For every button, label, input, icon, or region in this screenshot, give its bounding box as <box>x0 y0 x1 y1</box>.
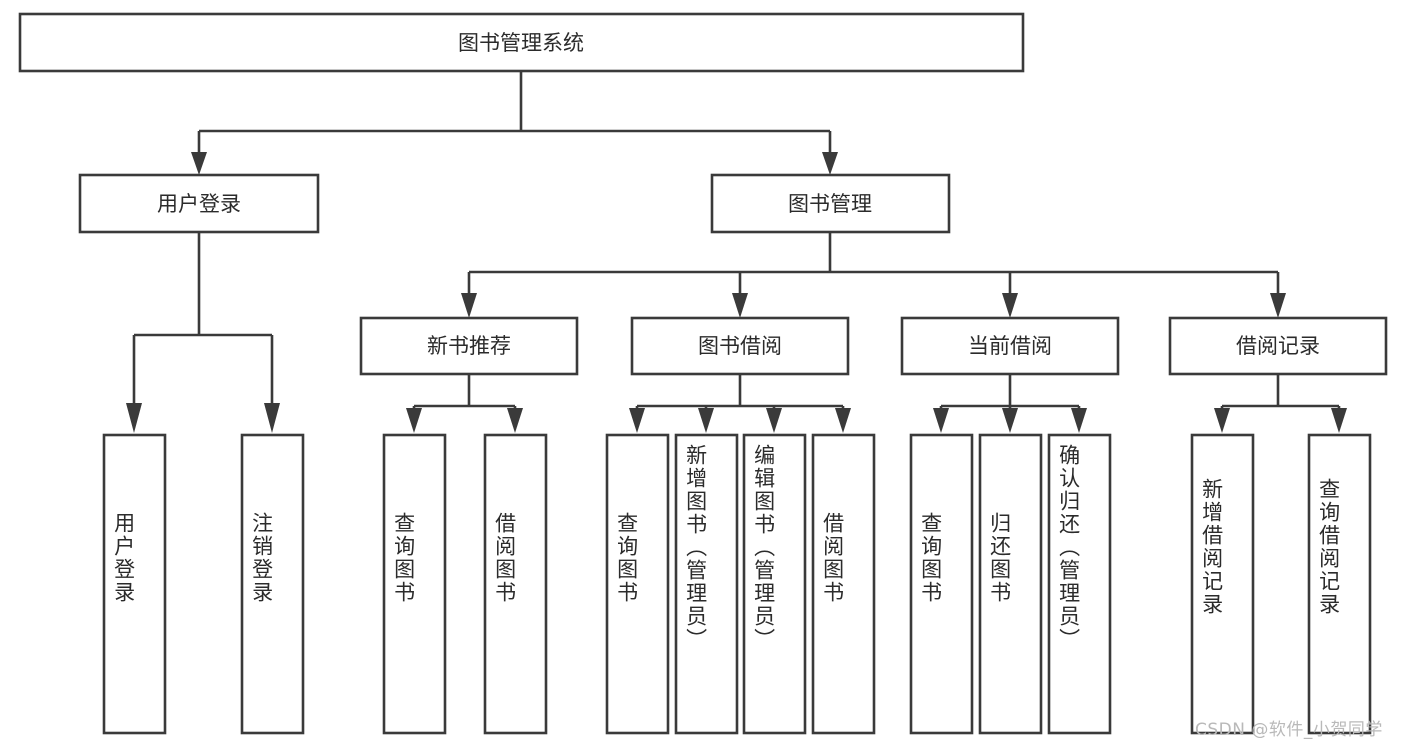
node-leaf-edit-book-box[interactable] <box>742 433 807 735</box>
arrowhead-leaf-query-record <box>1331 408 1347 433</box>
arrowhead-book-management <box>822 152 838 175</box>
node-leaf-query-book-3-box[interactable] <box>909 433 974 735</box>
arrowhead-leaf-edit-book <box>766 408 782 433</box>
arrowhead-leaf-add-record <box>1214 408 1230 433</box>
node-leaf-query-book-2-box[interactable] <box>605 433 670 735</box>
arrowhead-leaf-return-book <box>1002 408 1018 433</box>
node-book-borrow-box[interactable] <box>630 316 850 376</box>
node-user-login-label: 用户登录 <box>157 192 241 216</box>
node-book-borrow[interactable]: 图书借阅 <box>630 316 850 376</box>
arrowhead-book-borrow <box>732 293 748 318</box>
node-book-management[interactable]: 图书管理 <box>710 173 951 234</box>
arrowhead-leaf-query-book-1 <box>406 408 422 433</box>
node-current-borrow[interactable]: 当前借阅 <box>900 316 1120 376</box>
arrowhead-leaf-borrow-book-1 <box>507 408 523 433</box>
node-user-login-box[interactable] <box>78 173 320 234</box>
arrowhead-leaf-add-book <box>698 408 714 433</box>
arrowhead-borrow-record <box>1270 293 1286 318</box>
node-leaf-return-book-box[interactable] <box>978 433 1043 735</box>
node-current-borrow-label: 当前借阅 <box>968 334 1052 358</box>
arrowhead-leaf-query-book-2 <box>629 408 645 433</box>
node-leaf-confirm-return-box[interactable] <box>1047 433 1112 735</box>
node-leaf-user-login-box[interactable] <box>102 433 167 735</box>
arrowhead-new-book-recommend <box>461 293 477 318</box>
node-borrow-record-label: 借阅记录 <box>1236 334 1320 358</box>
arrowhead-leaf-query-book-3 <box>933 408 949 433</box>
node-leaf-query-book-1-box[interactable] <box>382 433 447 735</box>
node-leaf-query-record-box[interactable] <box>1307 433 1372 735</box>
arrowhead-user-login <box>191 152 207 175</box>
node-new-book-recommend-label: 新书推荐 <box>427 334 511 358</box>
node-root-label: 图书管理系统 <box>458 31 584 55</box>
node-new-book-recommend[interactable]: 新书推荐 <box>359 316 579 376</box>
node-book-borrow-label: 图书借阅 <box>698 334 782 358</box>
node-borrow-record-box[interactable] <box>1168 316 1388 376</box>
arrowhead-leaf-borrow-book-2 <box>835 408 851 433</box>
arrowhead-leaf-confirm-return <box>1071 408 1087 433</box>
arrowhead-leaf-user-login <box>126 403 142 433</box>
arrowhead-current-borrow <box>1002 293 1018 318</box>
node-user-login[interactable]: 用户登录 <box>78 173 320 234</box>
node-leaf-add-record-box[interactable] <box>1190 433 1255 735</box>
node-root-box[interactable] <box>18 12 1025 73</box>
node-root[interactable]: 图书管理系统 <box>18 12 1025 73</box>
watermark-text: CSDN @软件_小贺同学 <box>1195 720 1383 740</box>
connector-layer <box>126 71 1347 433</box>
node-leaf-logout-login-box[interactable] <box>240 433 305 735</box>
node-current-borrow-box[interactable] <box>900 316 1120 376</box>
node-leaf-add-book-box[interactable] <box>674 433 739 735</box>
node-leaf-borrow-book-2-box[interactable] <box>811 433 876 735</box>
node-borrow-record[interactable]: 借阅记录 <box>1168 316 1388 376</box>
node-book-management-box[interactable] <box>710 173 951 234</box>
arrowhead-leaf-logout-login <box>264 403 280 433</box>
node-leaf-borrow-book-1-box[interactable] <box>483 433 548 735</box>
node-new-book-recommend-box[interactable] <box>359 316 579 376</box>
node-book-management-label: 图书管理 <box>788 192 872 216</box>
